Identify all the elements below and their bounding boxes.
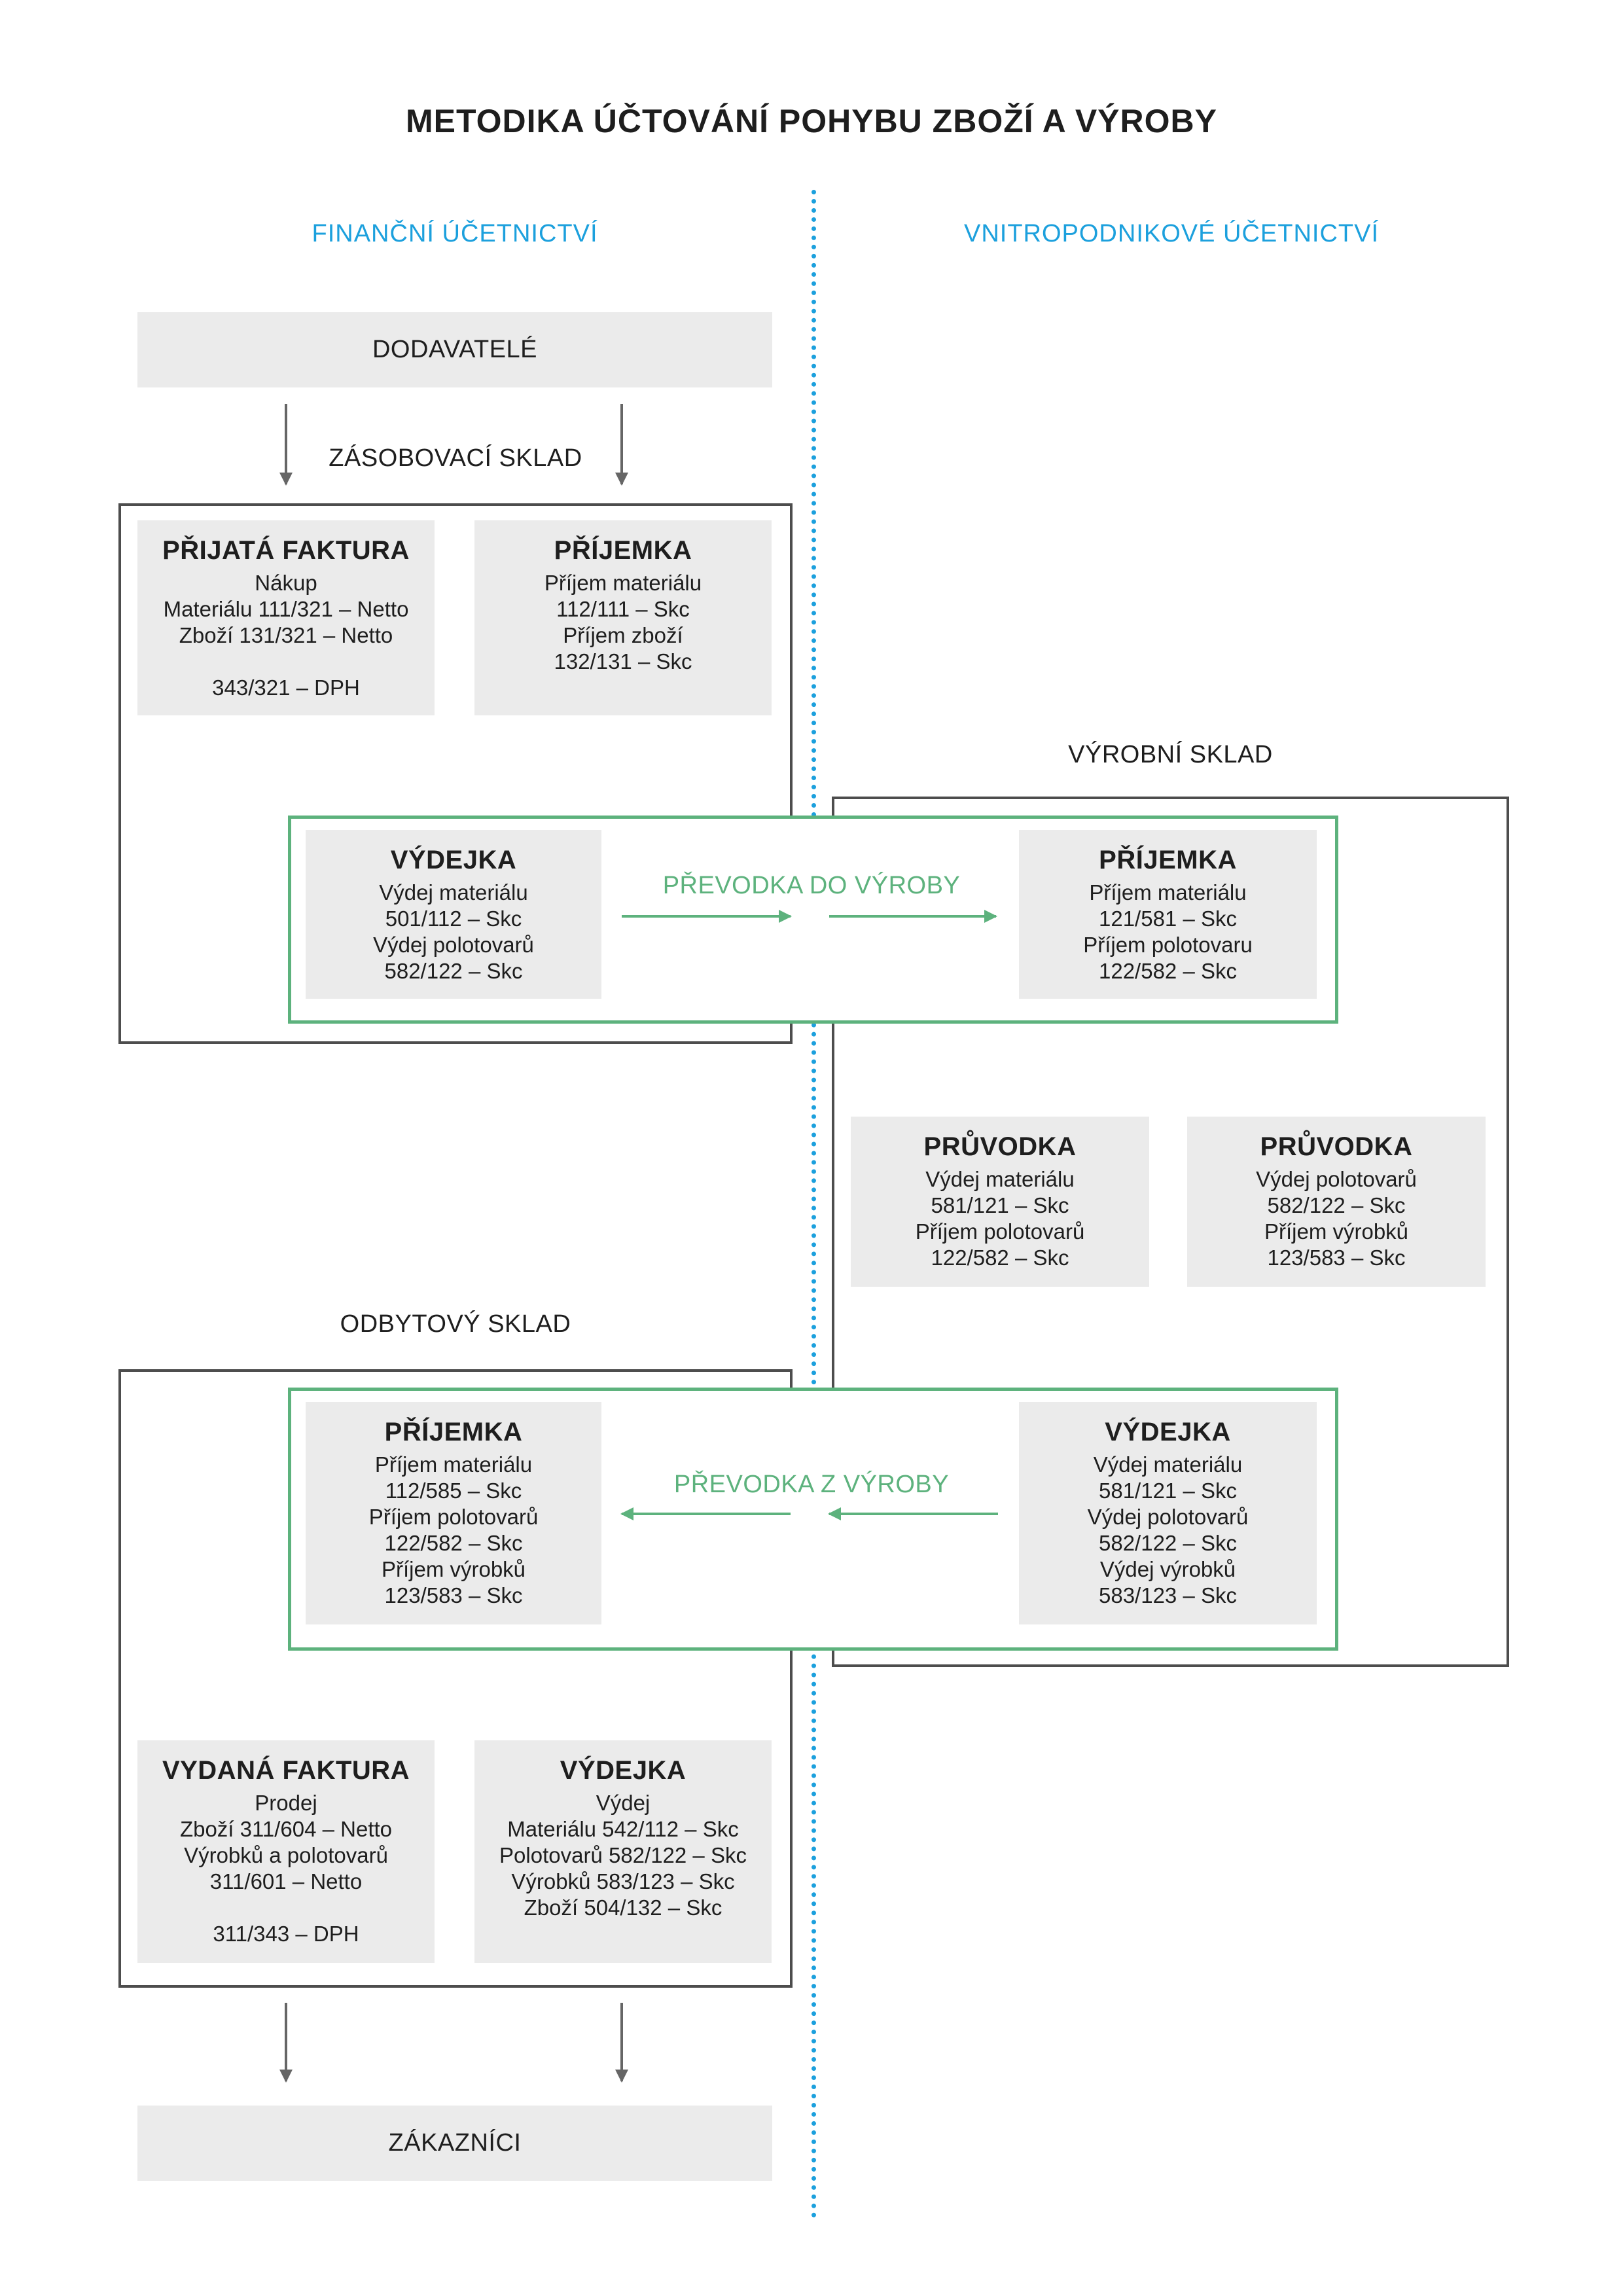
doc-line: Výdej materiálu [925, 1167, 1075, 1191]
doc-line: 112/111 – Skc [556, 597, 690, 621]
transfer-from-production-label: PŘEVODKA Z VÝROBY [673, 1471, 950, 1498]
doc-line: Výdej polotovarů [373, 933, 534, 957]
column-divider [812, 190, 816, 2219]
doc-line: Výdej polotovarů [1256, 1167, 1417, 1191]
suppliers-label: DODAVATELÉ [372, 336, 538, 363]
doc-title: PŘÍJEMKA [1099, 846, 1237, 874]
doc-line: 582/122 – Skc [1099, 1531, 1237, 1555]
column-header-internal: VNITROPODNIKOVÉ ÚČETNICTVÍ [963, 220, 1380, 247]
customers-label: ZÁKAZNÍCI [388, 2129, 522, 2157]
doc-line: Příjem polotovaru [1083, 933, 1253, 957]
sales-receipt-card: PŘÍJEMKA Příjem materiálu 112/585 – Skc … [306, 1402, 601, 1624]
issued-invoice-card: VYDANÁ FAKTURA Prodej Zboží 311/604 – Ne… [137, 1740, 435, 1963]
routing-sheet-1-card: PRŮVODKA Výdej materiálu 581/121 – Skc P… [851, 1117, 1149, 1287]
doc-title: VÝDEJKA [560, 1756, 687, 1785]
column-header-financial: FINANČNÍ ÚČETNICTVÍ [312, 220, 598, 247]
doc-line: Výdej [596, 1791, 651, 1815]
transfer-to-production-label: PŘEVODKA DO VÝROBY [662, 872, 961, 899]
doc-line: 123/583 – Skc [1267, 1246, 1406, 1270]
doc-line: Polotovarů 582/122 – Skc [499, 1843, 747, 1867]
doc-line: Výdej materiálu [1093, 1452, 1243, 1477]
doc-line: Příjem materiálu [544, 571, 702, 595]
doc-line: Výdej polotovarů [1087, 1505, 1249, 1529]
doc-line: Výrobků 583/123 – Skc [511, 1869, 735, 1893]
supply-receipt-card: PŘÍJEMKA Příjem materiálu 112/111 – Skc … [474, 520, 772, 715]
production-warehouse-label: VÝROBNÍ SKLAD [1068, 741, 1273, 768]
doc-line: Zboží 504/132 – Skc [524, 1895, 722, 1920]
doc-line: Příjem výrobků [381, 1557, 526, 1581]
suppliers-box: DODAVATELÉ [137, 312, 772, 387]
doc-line: Materiálu 111/321 – Netto [163, 597, 409, 621]
supply-warehouse-label: ZÁSOBOVACÍ SKLAD [329, 444, 582, 472]
doc-line: Výdej výrobků [1099, 1557, 1236, 1581]
doc-line: 582/122 – Skc [1267, 1193, 1406, 1217]
customers-box: ZÁKAZNÍCI [137, 2106, 772, 2181]
doc-line: Zboží 131/321 – Netto [179, 623, 393, 647]
doc-line: 501/112 – Skc [385, 906, 522, 931]
doc-line: 582/122 – Skc [384, 959, 523, 983]
doc-line: Prodej [255, 1791, 317, 1815]
doc-title: PRŮVODKA [1260, 1132, 1413, 1161]
doc-line: Výdej materiálu [379, 880, 528, 905]
doc-title: PŘIJATÁ FAKTURA [162, 536, 410, 565]
doc-line: Příjem materiálu [1089, 880, 1247, 905]
doc-line: 581/121 – Skc [1099, 1479, 1237, 1503]
doc-line: Zboží 311/604 – Netto [179, 1817, 393, 1841]
routing-sheet-2-card: PRŮVODKA Výdej polotovarů 582/122 – Skc … [1187, 1117, 1486, 1287]
doc-title: VYDANÁ FAKTURA [162, 1756, 410, 1785]
doc-line: Výrobků a polotovarů [184, 1843, 388, 1867]
doc-line: 343/321 – DPH [212, 675, 360, 700]
doc-title: PŘÍJEMKA [384, 1418, 523, 1446]
sales-issue-card: VÝDEJKA Výdej Materiálu 542/112 – Skc Po… [474, 1740, 772, 1963]
doc-title: PRŮVODKA [923, 1132, 1077, 1161]
doc-line: Příjem polotovarů [368, 1505, 539, 1529]
doc-title: VÝDEJKA [1105, 1418, 1231, 1446]
doc-line: 122/582 – Skc [931, 1246, 1069, 1270]
doc-line: Příjem polotovarů [915, 1219, 1085, 1244]
received-invoice-card: PŘIJATÁ FAKTURA Nákup Materiálu 111/321 … [137, 520, 435, 715]
doc-line: 311/601 – Netto [209, 1869, 363, 1893]
sales-warehouse-label: ODBYTOVÝ SKLAD [340, 1310, 571, 1338]
doc-line: Příjem výrobků [1264, 1219, 1409, 1244]
doc-line: 123/583 – Skc [384, 1583, 523, 1607]
doc-line: Materiálu 542/112 – Skc [507, 1817, 739, 1841]
doc-line: Příjem materiálu [374, 1452, 533, 1477]
doc-line: 121/581 – Skc [1099, 906, 1237, 931]
page-title: METODIKA ÚČTOVÁNÍ POHYBU ZBOŽÍ A VÝROBY [405, 103, 1217, 139]
supply-issue-card: VÝDEJKA Výdej materiálu 501/112 – Skc Vý… [306, 830, 601, 999]
doc-line: 122/582 – Skc [384, 1531, 523, 1555]
doc-line: Příjem zboží [563, 623, 683, 647]
doc-title: PŘÍJEMKA [554, 536, 692, 565]
doc-line: 583/123 – Skc [1099, 1583, 1237, 1607]
doc-line: 122/582 – Skc [1099, 959, 1237, 983]
doc-line: 112/585 – Skc [385, 1479, 522, 1503]
production-issue-card: VÝDEJKA Výdej materiálu 581/121 – Skc Vý… [1019, 1402, 1317, 1624]
doc-line: 581/121 – Skc [931, 1193, 1069, 1217]
doc-line: 311/343 – DPH [213, 1922, 359, 1946]
doc-line: 132/131 – Skc [554, 649, 692, 673]
doc-title: VÝDEJKA [390, 846, 517, 874]
production-receipt-card: PŘÍJEMKA Příjem materiálu 121/581 – Skc … [1019, 830, 1317, 999]
doc-line: Nákup [255, 571, 317, 595]
